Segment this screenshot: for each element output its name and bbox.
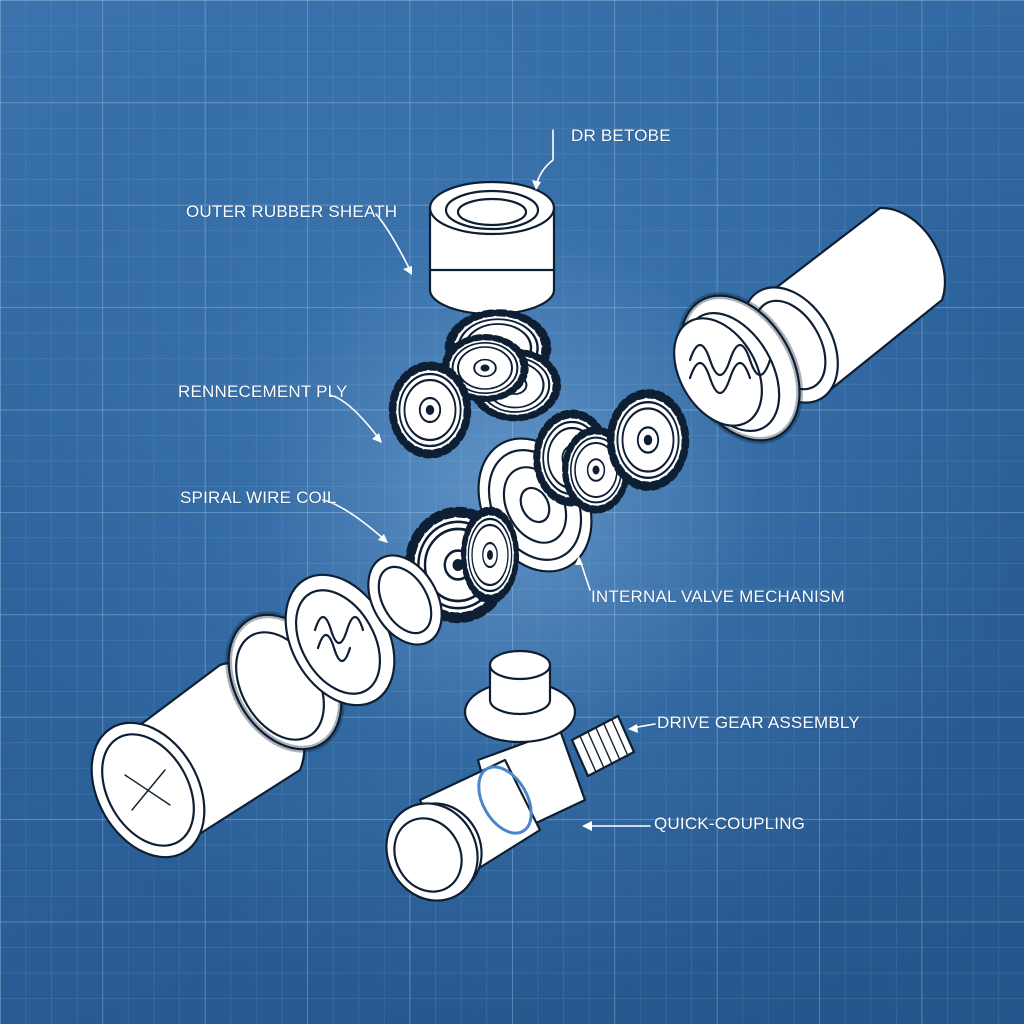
right-spur-gear	[611, 394, 686, 486]
label-drive-gear-assembly: DRIVE GEAR ASSEMBLY	[657, 713, 860, 732]
label-dr-betobe: DR BETOBE	[571, 126, 671, 145]
label-quick-coupling: QUICK-COUPLING	[654, 814, 806, 833]
top-cylinder-collar	[428, 180, 556, 316]
leader-arrowheads	[372, 180, 638, 831]
left-spring-coil	[284, 573, 396, 707]
label-outer-rubber-sheath: OUTER RUBBER SHEATH	[186, 202, 398, 221]
label-rennecement-ply: RENNECEMENT PLY	[178, 382, 348, 401]
left-spur-gear	[393, 366, 468, 454]
left-seal-ring	[367, 554, 443, 646]
quick-coupling-fitting	[385, 649, 636, 902]
right-spring-coil	[673, 317, 772, 427]
label-internal-valve-mechanism: INTERNAL VALVE MECHANISM	[591, 587, 845, 606]
label-spiral-wire-coil: SPIRAL WIRE COIL	[180, 488, 337, 507]
